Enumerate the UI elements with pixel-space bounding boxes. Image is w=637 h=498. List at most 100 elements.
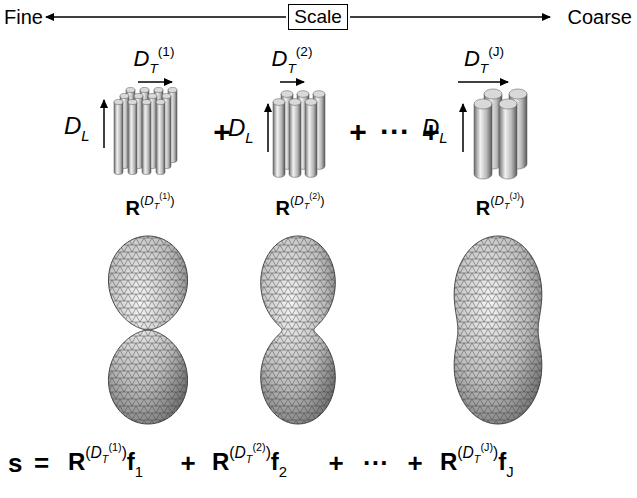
cylinder-top xyxy=(134,93,143,98)
math-part: D xyxy=(64,112,81,139)
odf-glyph xyxy=(108,236,541,424)
math-part: ) xyxy=(266,444,271,461)
math-part: L xyxy=(81,128,89,144)
cylinder-top xyxy=(120,93,129,98)
math-part: D xyxy=(464,46,480,71)
math-part: D xyxy=(463,444,474,461)
math-part: T xyxy=(474,453,481,465)
math-part: ( xyxy=(457,444,462,461)
math-part: f xyxy=(127,448,135,475)
math-label: DT(J) xyxy=(464,46,504,72)
math-part: T xyxy=(304,201,310,211)
math-part: D xyxy=(134,46,150,71)
math-label: DT(1) xyxy=(134,46,175,72)
cylinder-top xyxy=(162,93,171,98)
cylinder-top xyxy=(289,99,301,106)
text-label: ··· xyxy=(380,114,410,150)
cylinder-top xyxy=(474,99,492,109)
math-part: R xyxy=(125,197,139,219)
math-label: R(DT(2))f2 xyxy=(212,448,287,477)
math-part: D xyxy=(228,114,245,141)
glyph-mesh xyxy=(454,236,542,424)
cylinder-top xyxy=(305,99,317,106)
text-label: + xyxy=(180,448,195,479)
math-part: (1) xyxy=(158,44,175,59)
math-part: T xyxy=(504,201,510,211)
text-label: Fine xyxy=(4,5,43,29)
math-part: R xyxy=(68,448,85,475)
glyph-mesh xyxy=(108,236,187,424)
math-part: R xyxy=(212,448,229,475)
math-part: (J) xyxy=(509,191,520,201)
math-part: f xyxy=(271,448,279,475)
math-part: L xyxy=(245,130,253,146)
math-part: (1) xyxy=(159,191,170,201)
math-part: T xyxy=(287,61,295,76)
cylinder xyxy=(289,102,301,177)
math-part: ) xyxy=(122,444,127,461)
math-label: R(DT(J))fJ xyxy=(440,448,514,477)
math-label: R(DT(1)) xyxy=(125,196,174,220)
math-part: T xyxy=(149,61,157,76)
math-label: R(DT(J)) xyxy=(476,196,525,220)
math-part: (J) xyxy=(480,441,493,453)
cylinder-top xyxy=(128,99,137,104)
text-label: ··· xyxy=(363,448,389,479)
math-part: (J) xyxy=(488,44,504,59)
cylinder-top xyxy=(142,99,151,104)
text-label: + xyxy=(407,448,422,479)
text-label: + xyxy=(349,114,367,150)
text-label: s xyxy=(8,448,22,479)
math-part: R xyxy=(440,448,457,475)
cylinder-top xyxy=(140,87,149,92)
math-label: DT(2) xyxy=(272,46,313,72)
math-part: R xyxy=(275,197,289,219)
math-part: 1 xyxy=(135,464,143,480)
glyph-fill xyxy=(261,236,336,424)
math-part: T xyxy=(480,61,488,76)
cylinder-top xyxy=(484,89,502,99)
math-part: D xyxy=(294,193,303,208)
cylinder-top xyxy=(509,89,527,99)
cylinder xyxy=(142,102,151,175)
cylinder-top xyxy=(126,87,135,92)
cylinder-top xyxy=(499,99,517,109)
math-part: ) xyxy=(520,193,524,208)
cylinder-top xyxy=(281,91,293,98)
math-part: R xyxy=(476,197,490,219)
math-label: DL xyxy=(422,114,448,143)
cylinder-top xyxy=(114,99,123,104)
cylinder xyxy=(499,104,517,179)
math-part: ( xyxy=(229,444,234,461)
cylinder-top xyxy=(156,99,165,104)
cylinder xyxy=(156,102,165,175)
math-part: ( xyxy=(85,444,90,461)
math-label: DL xyxy=(64,112,90,141)
cylinder-top xyxy=(297,91,309,98)
cylinder-top xyxy=(168,87,177,92)
cylinder xyxy=(128,102,137,175)
cylinder xyxy=(273,102,285,177)
math-part: (2) xyxy=(309,191,320,201)
math-part: f xyxy=(498,448,506,475)
math-part: D xyxy=(272,46,288,71)
cylinder-top xyxy=(148,93,157,98)
box-label: Scale xyxy=(294,6,342,28)
math-part: ( xyxy=(290,193,294,208)
math-part: (2) xyxy=(252,441,265,453)
text-label: = xyxy=(34,448,49,479)
scale-box: Scale xyxy=(288,4,348,30)
math-part: D xyxy=(495,193,504,208)
glyph-fill xyxy=(454,236,542,424)
math-part: T xyxy=(102,453,109,465)
cylinder xyxy=(474,104,492,179)
math-part: (2) xyxy=(296,44,313,59)
math-part: D xyxy=(91,444,102,461)
math-part: D xyxy=(422,114,439,141)
math-part: J xyxy=(506,464,513,480)
cylinder-top xyxy=(154,87,163,92)
math-label: R(DT(2)) xyxy=(275,196,324,220)
math-part: D xyxy=(235,444,246,461)
math-part: T xyxy=(154,201,160,211)
